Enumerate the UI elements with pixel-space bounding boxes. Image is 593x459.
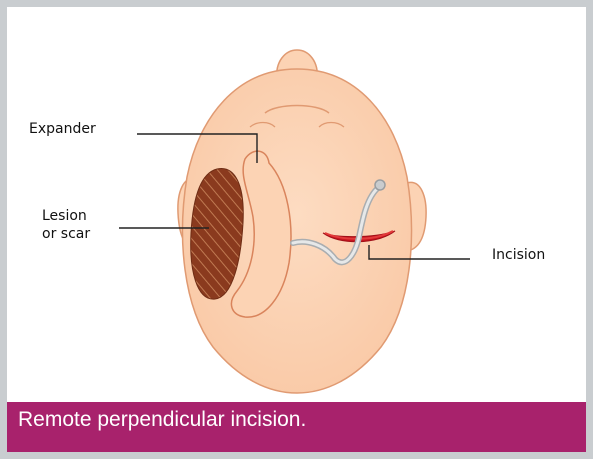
head-diagram [7, 7, 586, 402]
figure-card: Expander Lesion or scar Incision Remote … [7, 7, 586, 452]
expander-label: Expander [29, 120, 96, 138]
lesion-label-line2: or scar [42, 225, 90, 243]
lesion-label-line1: Lesion [42, 207, 87, 225]
incision-label: Incision [492, 246, 545, 264]
fill-port [375, 180, 385, 190]
figure-caption: Remote perpendicular incision. [7, 402, 586, 452]
